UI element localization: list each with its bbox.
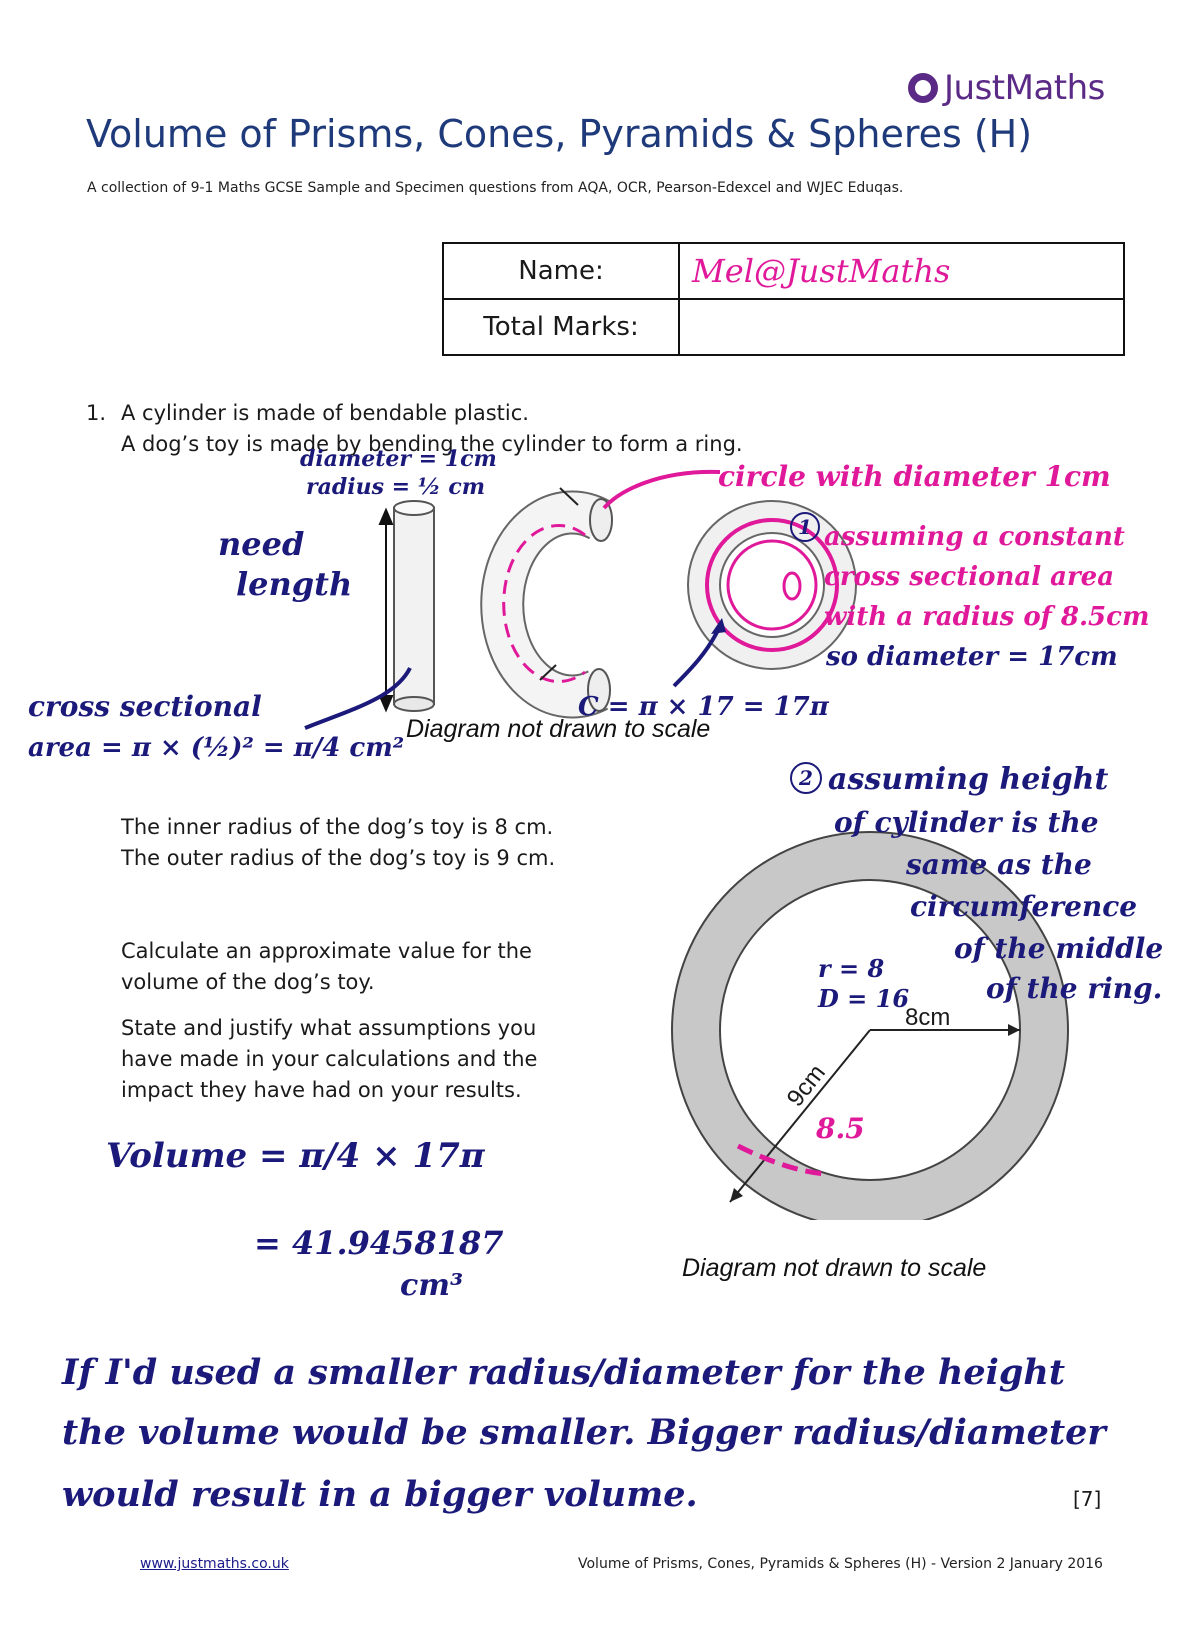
question-line2: A dog’s toy is made by bending the cylin… [121,432,743,456]
annot-r85: 8.5 [816,1112,865,1145]
annot-need: need [218,525,305,563]
diagram2-caption: Diagram not drawn to scale [682,1254,987,1282]
midline-dashes [736,1143,827,1177]
name-label: Name: [442,242,680,300]
final-line2: the volume would be smaller. Bigger radi… [62,1412,1106,1453]
annot-area-formula: area = π × (½)² = π/4 cm² [28,733,405,763]
inner-radius-text: The inner radius of the dog’s toy is 8 c… [121,815,554,839]
state-line2: have made in your calculations and the [121,1047,538,1071]
calc-line1: Calculate an approximate value for the [121,939,532,963]
footer-doc-title: Volume of Prisms, Cones, Pyramids & Sphe… [578,1556,1103,1572]
question-line1: A cylinder is made of bendable plastic. [121,401,529,425]
circumference-arrowhead [711,618,726,634]
annot-cross-section: cross sectional [28,690,262,723]
assumption1-line3: with a radius of 8.5cm [824,602,1150,632]
diagram-cylinder [304,469,857,730]
annot-r8: r = 8 [818,954,885,983]
diagram-ring [671,831,1069,1220]
name-row: Name: Mel@JustMaths [442,242,1125,300]
assumption2-line4: circumference [910,890,1138,923]
assumption2-line1: assuming height [828,762,1109,797]
volume-line3: cm³ [400,1268,464,1303]
page-subtitle: A collection of 9-1 Maths GCSE Sample an… [87,180,904,196]
question-number: 1. [86,401,107,425]
annot-circumference: C = π × 17 = 17π [578,692,829,722]
ring-shape [687,500,857,670]
assumption2-number: 2 [790,762,822,794]
bent-tube-shape [480,487,613,719]
marks-label: Total Marks: [442,298,680,356]
assumption2-line6: of the ring. [986,972,1163,1005]
diagram1-caption: Diagram not drawn to scale [406,715,711,743]
state-line3: impact they have had on your results. [121,1078,522,1102]
logo: JustMaths [908,68,1105,108]
logo-text: JustMaths [944,68,1105,108]
cross-section-arrow [304,667,412,730]
volume-line1: Volume = π/4 × 17π [106,1136,485,1176]
outer-radius-text: The outer radius of the dog’s toy is 9 c… [121,846,556,870]
length-arrow [378,507,394,713]
circle-note-arrow [602,469,721,510]
label-8cm: 8cm [905,1004,951,1031]
assumption1-number: 1 [790,512,820,542]
calc-line2: volume of the dog’s toy. [121,970,375,994]
so-diameter: so diameter = 17cm [826,642,1118,672]
annot-d16: D = 16 [818,984,910,1013]
final-line1: If I'd used a smaller radius/diameter fo… [62,1352,1066,1393]
info-table: Name: Mel@JustMaths Total Marks: [442,242,1125,356]
assumption2-line3: same as the [906,848,1092,881]
annot-length: length [236,565,353,603]
logo-ring-icon [908,73,938,103]
radius-9-line [729,1029,871,1203]
annot-circle-note: circle with diameter 1cm [718,460,1111,493]
cylinder-shape [393,500,435,712]
marks-row: Total Marks: [442,298,1125,356]
state-line1: State and justify what assumptions you [121,1016,537,1040]
final-line3: would result in a bigger volume. [62,1474,698,1515]
annot-radius: radius = ½ cm [306,474,485,500]
annot-diameter: diameter = 1cm [300,446,497,472]
assumption2-line2: of cylinder is the [834,806,1099,839]
name-value[interactable]: Mel@JustMaths [678,242,1125,300]
marks-value[interactable] [678,298,1125,356]
volume-line2: = 41.9458187 [254,1224,504,1262]
assumption1-line1: assuming a constant [824,522,1125,552]
marks-total: [7] [1073,1487,1102,1511]
radius-8-arrowhead [1008,1024,1020,1036]
assumption2-line5: of the middle [954,932,1164,965]
assumption1-line2: cross sectional area [824,562,1115,592]
page-title: Volume of Prisms, Cones, Pyramids & Sphe… [86,112,1033,156]
radius-9-arrowhead [730,1188,743,1202]
footer-link[interactable]: www.justmaths.co.uk [140,1556,289,1572]
